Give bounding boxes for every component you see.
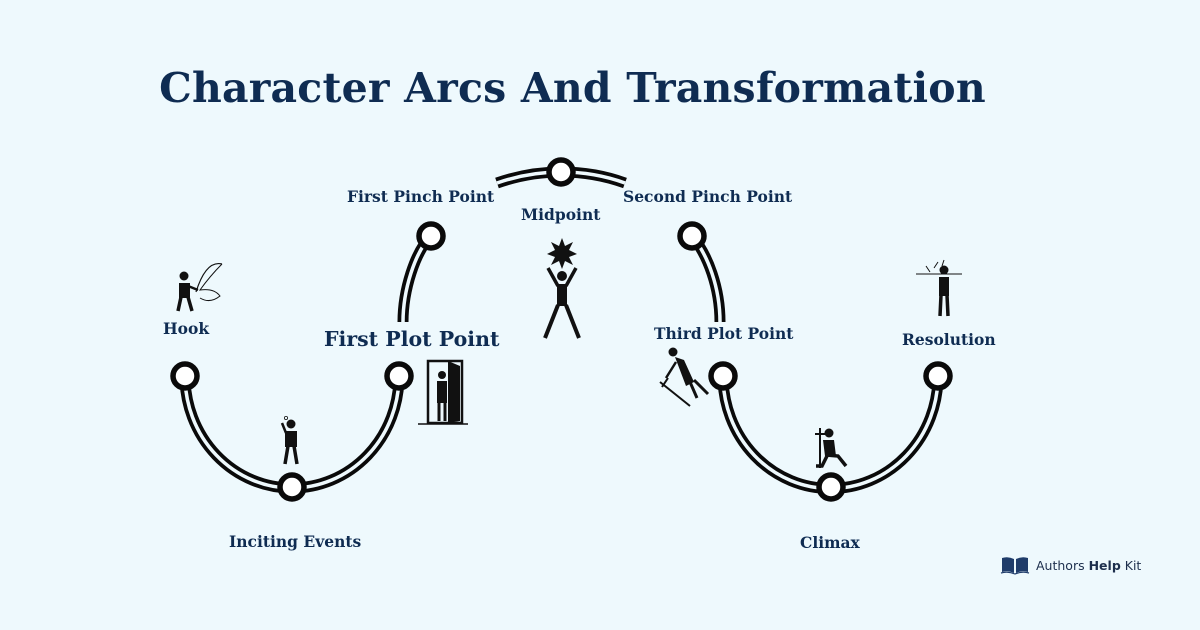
thinking-person-icon bbox=[280, 415, 299, 465]
node-resolution bbox=[923, 361, 953, 391]
node-second-pinch bbox=[677, 221, 707, 251]
label-second-pinch-point: Second Pinch Point bbox=[623, 187, 793, 206]
node-hook bbox=[170, 361, 200, 391]
label-first-pinch-point: First Pinch Point bbox=[347, 187, 495, 206]
node-first-plot-point bbox=[384, 361, 414, 391]
door-icon bbox=[418, 359, 468, 425]
label-climax: Climax bbox=[800, 533, 860, 552]
node-midpoint bbox=[546, 157, 576, 187]
node-climax bbox=[816, 472, 846, 502]
node-first-pinch bbox=[416, 221, 446, 251]
node-inciting bbox=[277, 472, 307, 502]
label-inciting-events: Inciting Events bbox=[229, 532, 362, 551]
brand-logo: Authors Help Kit bbox=[1000, 553, 1141, 577]
label-first-plot-point: First Plot Point bbox=[324, 327, 500, 351]
falling-warrior-icon bbox=[659, 347, 710, 407]
stage-nodes bbox=[170, 157, 953, 502]
label-resolution: Resolution bbox=[902, 330, 996, 349]
kneeling-warrior-icon bbox=[815, 428, 848, 468]
open-book-icon bbox=[1000, 557, 1030, 575]
fisherman-icon bbox=[176, 262, 223, 312]
label-midpoint: Midpoint bbox=[521, 205, 601, 224]
brand-name: Authors Help Kit bbox=[1036, 557, 1142, 573]
standing-person-icon bbox=[916, 259, 962, 317]
node-third-plot-point bbox=[708, 361, 738, 391]
label-third-plot-point: Third Plot Point bbox=[654, 324, 794, 343]
triumph-person-icon bbox=[543, 238, 581, 339]
label-hook: Hook bbox=[163, 319, 210, 338]
diagram-title: Character Arcs And Transformation bbox=[159, 64, 986, 112]
